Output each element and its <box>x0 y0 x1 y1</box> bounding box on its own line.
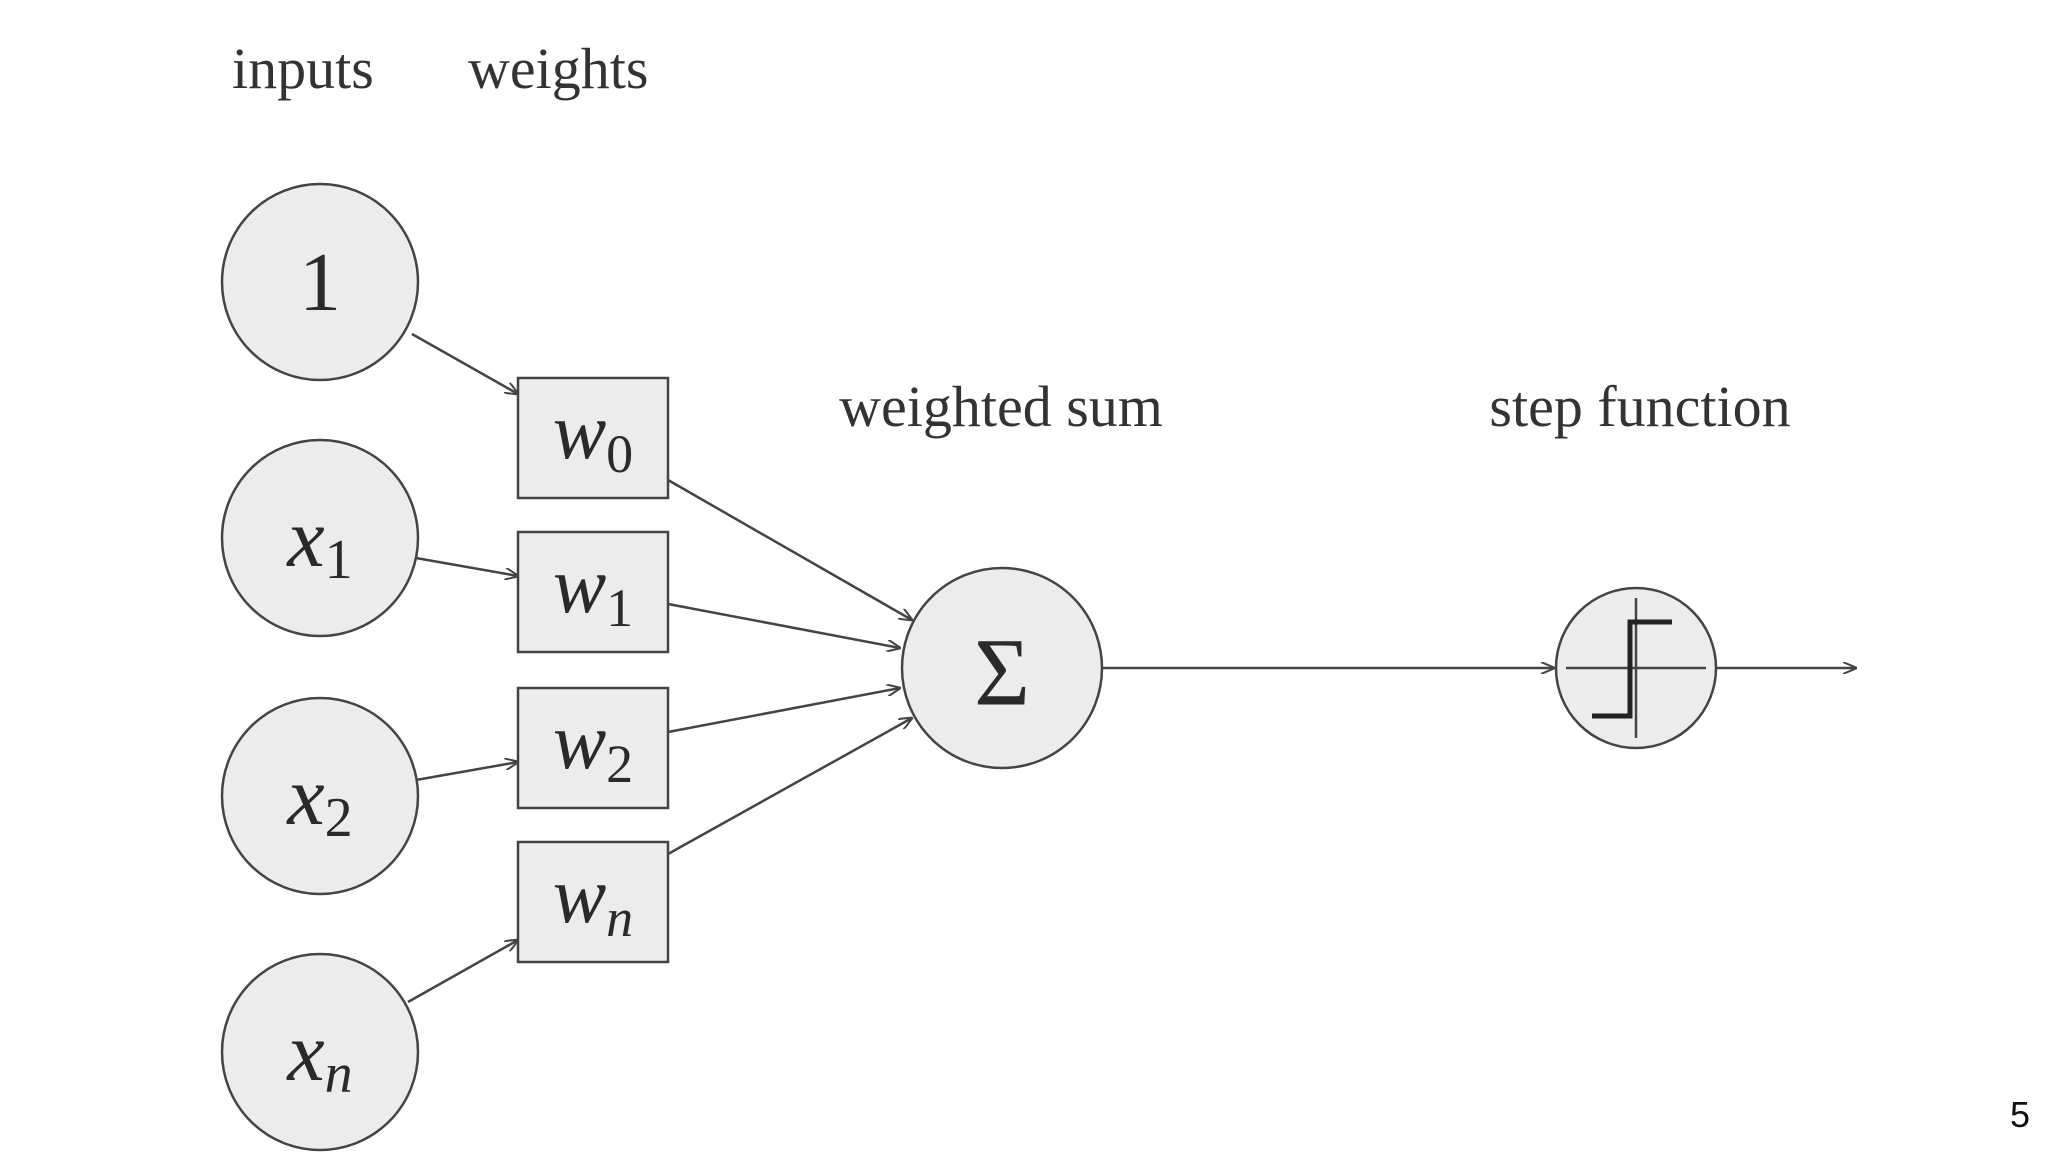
input-node-label: x2 <box>285 750 352 850</box>
arrow-w2-to-sum <box>667 688 900 734</box>
arrow-wn-to-sum <box>667 718 912 856</box>
weight-box-rect <box>516 530 670 654</box>
weight-box-rect <box>516 376 670 500</box>
input-node-xn: xn <box>220 952 420 1152</box>
arrow-x2-to-w2 <box>415 762 518 782</box>
step-function-label: step function <box>1489 374 1790 439</box>
weight-box-label: w0 <box>553 388 633 484</box>
weight-box-rect <box>516 840 670 964</box>
sigma-icon: Σ <box>974 619 1030 726</box>
input-node-x1: x1 <box>220 438 420 638</box>
arrow-input-1-to-w0 <box>411 332 518 394</box>
weight-to-sum-arrows <box>667 478 912 856</box>
input-node-circle <box>220 952 420 1152</box>
weights-header: weights <box>468 36 648 101</box>
arrow-w1-to-sum <box>667 602 900 648</box>
input-to-weight-arrows <box>407 332 518 1004</box>
input-node-circle <box>220 696 420 896</box>
input-node-label: 1 <box>299 236 341 329</box>
weight-box-rect <box>516 686 670 810</box>
arrow-w0-to-sum <box>667 478 912 620</box>
input-node-x2: x2 <box>220 696 420 896</box>
weight-box-label: wn <box>553 852 633 948</box>
summation-circle <box>900 566 1104 770</box>
weighted-sum-label: weighted sum <box>839 374 1163 439</box>
step-function-node <box>1554 586 1718 750</box>
arrow-xn-to-wn <box>407 940 518 1004</box>
summation-node: Σ <box>900 566 1104 770</box>
weight-box-label: w2 <box>553 698 633 794</box>
input-node-1: 1 <box>220 182 420 382</box>
input-node-circle <box>220 438 420 638</box>
arrow-x1-to-w1 <box>415 556 518 576</box>
weight-box-w0: w0 <box>516 376 670 500</box>
input-node-label: x1 <box>285 492 352 592</box>
weight-box-wn: wn <box>516 840 670 964</box>
weight-box-w2: w2 <box>516 686 670 810</box>
page-number: 5 <box>2009 1094 2030 1135</box>
input-node-label: xn <box>285 1006 352 1106</box>
weight-box-w1: w1 <box>516 530 670 654</box>
step-curve-icon <box>1592 619 1672 719</box>
weight-box-label: w1 <box>553 542 633 638</box>
input-node-circle <box>220 182 420 382</box>
inputs-header: inputs <box>232 36 374 101</box>
